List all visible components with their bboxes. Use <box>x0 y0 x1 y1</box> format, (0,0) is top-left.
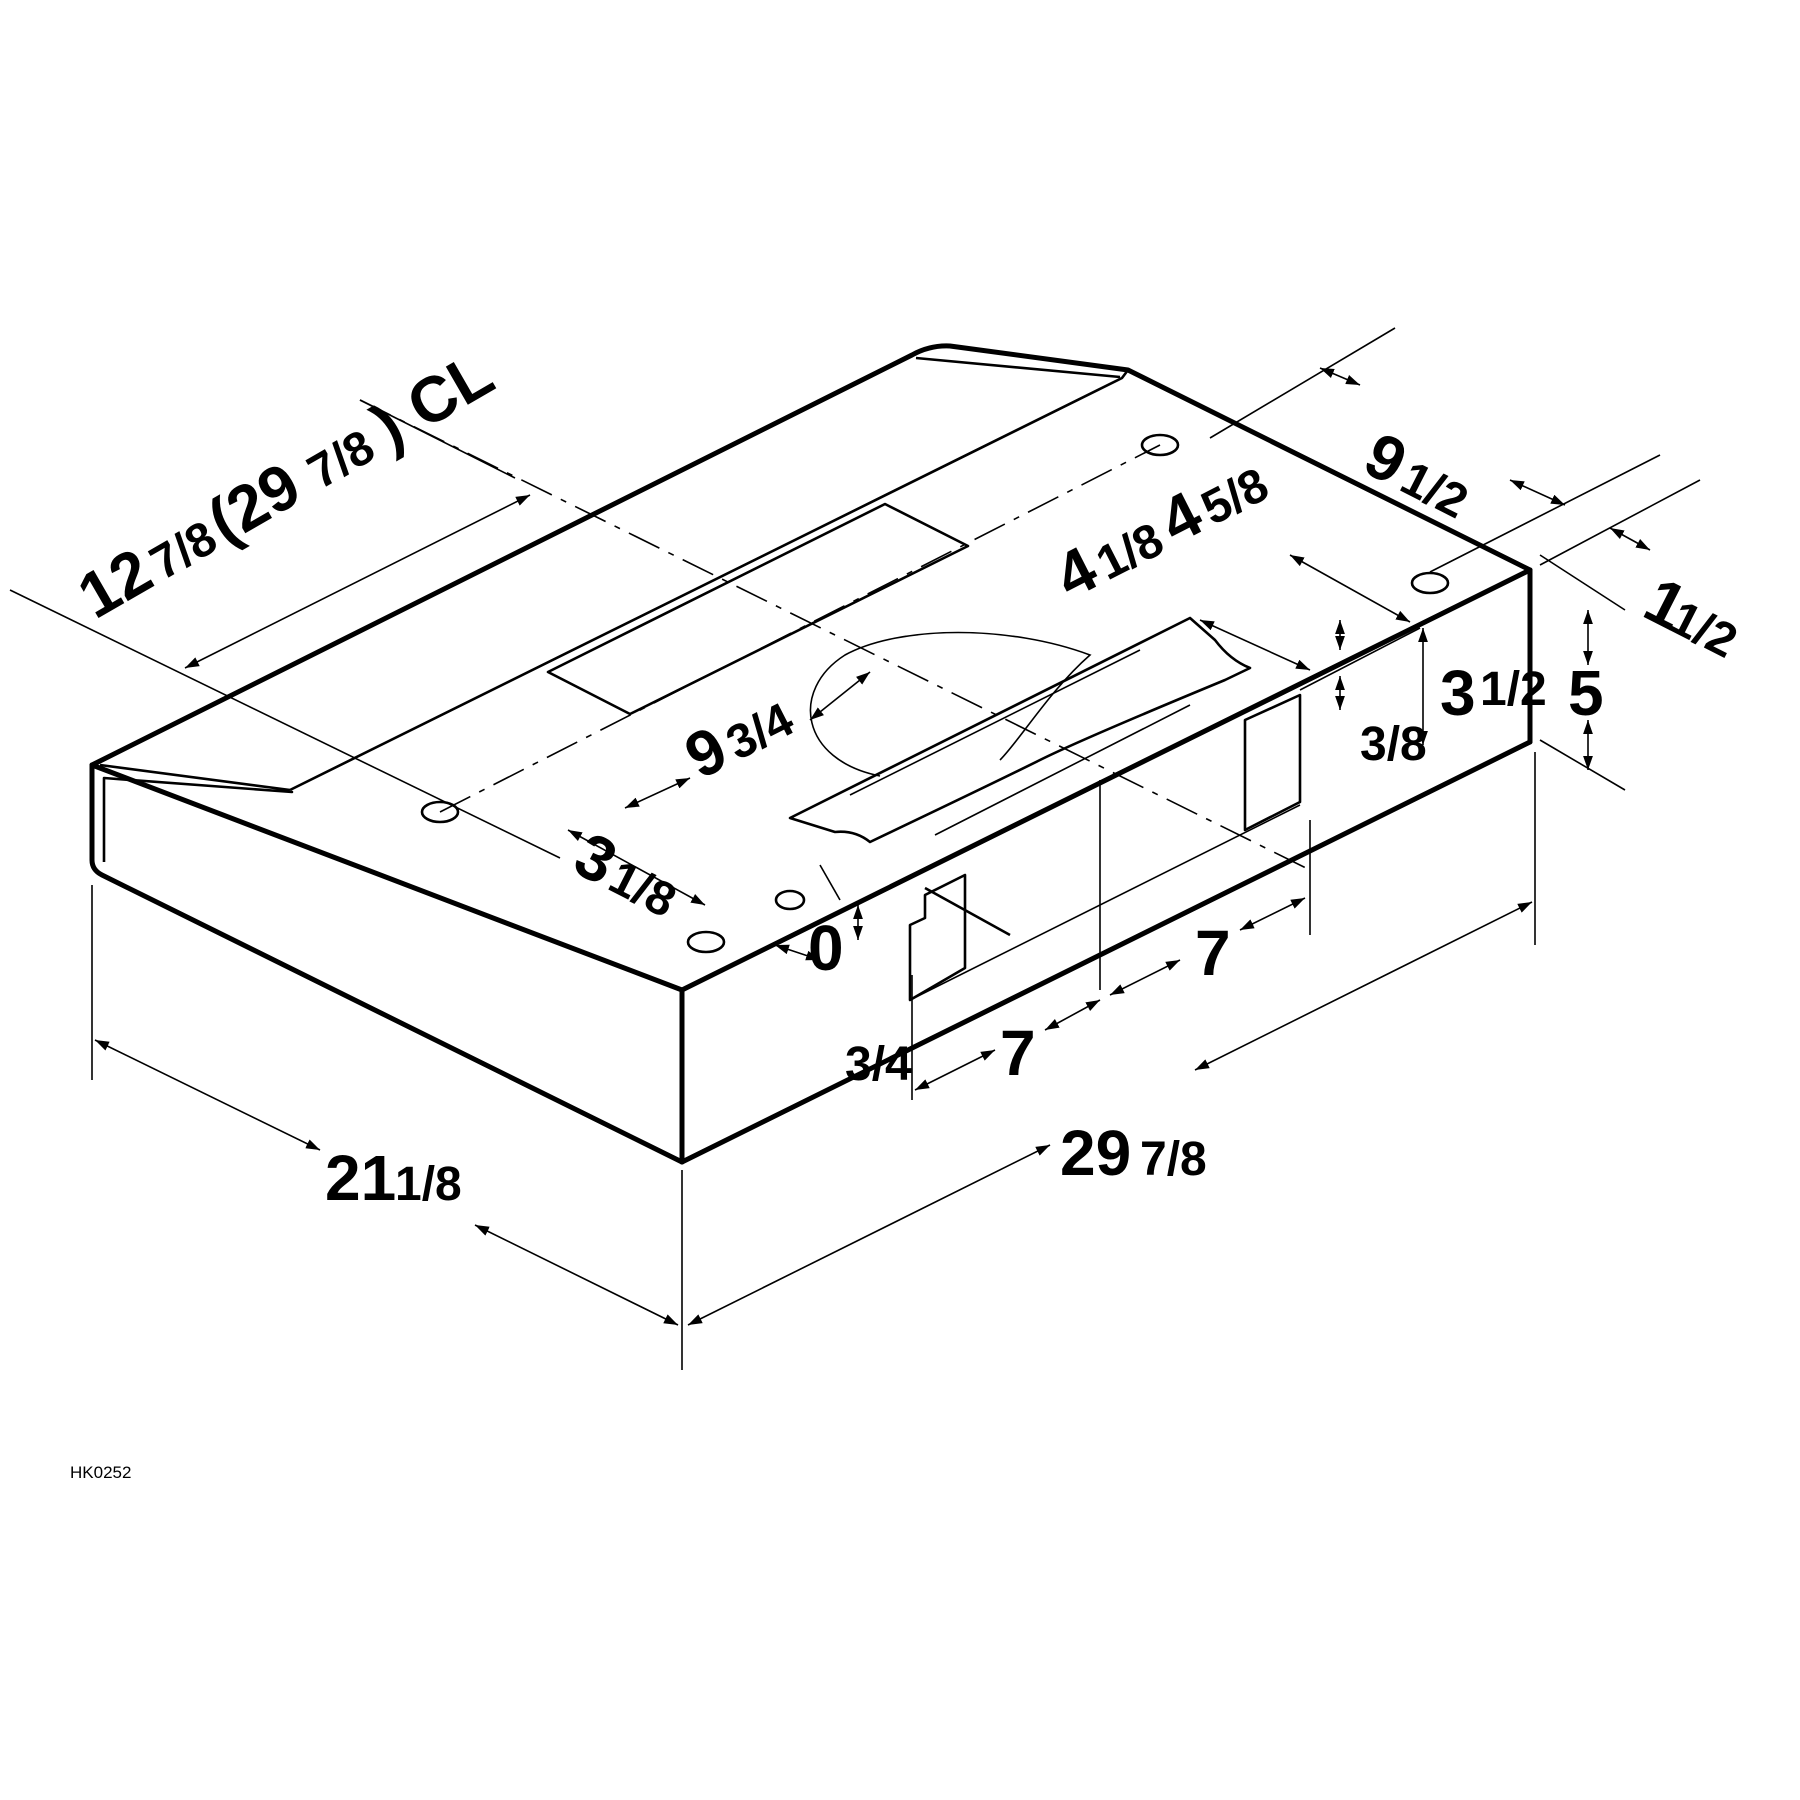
dim-rear-offset <box>1199 619 1311 671</box>
dim-hole-offset <box>567 829 706 906</box>
dim-spacing-a-b <box>1044 999 1101 1031</box>
label-width-top-paren-frac: 7/8 <box>299 420 383 499</box>
label-duct-diameter-frac: 3/4 <box>718 693 802 771</box>
centerline-diag <box>439 444 1161 813</box>
label-depth-left: 21 <box>325 1142 396 1214</box>
dim-duct <box>624 777 691 809</box>
hood-left-bevel <box>99 763 294 862</box>
mounting-hole-left <box>420 800 460 824</box>
dim-duct-b <box>809 671 871 721</box>
dim-right-top <box>1319 367 1361 386</box>
dim-spacing-b-b <box>1239 897 1306 931</box>
duct-circle <box>809 631 1092 777</box>
dim-width-front-b <box>1194 901 1533 1071</box>
dimension-lines <box>94 367 1651 1326</box>
label-right-top-frac: 1/2 <box>1392 452 1476 530</box>
hood-front-top-edge <box>679 567 1533 993</box>
mounting-hole-right <box>1410 571 1450 595</box>
dim-spacing-b <box>1109 959 1181 996</box>
mounting-holes <box>420 433 1450 954</box>
dim-right-top-b <box>1509 479 1566 506</box>
label-height-front: 3 <box>1440 657 1476 729</box>
mounting-hole-front-1 <box>686 930 726 954</box>
hood-rear-bevel <box>289 356 1130 792</box>
dim-rear-depth <box>1289 554 1411 623</box>
dim-right-edge <box>1609 527 1651 551</box>
hood-left-face <box>89 762 685 1165</box>
range-hood-body <box>89 343 1533 1165</box>
dim-depth-left <box>94 1039 321 1151</box>
hood-top-outline <box>89 343 1533 768</box>
label-spacing-a: 7 <box>1000 1017 1036 1089</box>
damper-cutout <box>788 616 1252 844</box>
drawing-id: HK0252 <box>70 1463 131 1482</box>
mounting-hole-rear <box>1140 433 1180 457</box>
dim-width-front <box>687 1144 1051 1326</box>
front-face-features <box>908 693 1302 1002</box>
label-spacing-b: 7 <box>1195 917 1231 989</box>
dim-depth-left-b <box>474 1224 679 1326</box>
label-rear-depth-frac: 5/8 <box>1193 458 1277 536</box>
dim-width-top <box>184 494 531 669</box>
front-detail-mark <box>924 886 1011 937</box>
hood-front-bottom-edge <box>679 739 1533 1165</box>
extension-lines <box>9 327 1701 1370</box>
label-width-front-frac: 7/8 <box>1140 1133 1207 1186</box>
label-knockout-left: 0 <box>808 912 844 984</box>
centerline <box>359 399 1311 871</box>
label-rear-offset-frac: 1/8 <box>1088 513 1172 591</box>
front-panel-bottom-line <box>909 804 1301 1001</box>
front-panel-slot <box>1243 693 1302 832</box>
dim-spacing-a <box>914 1049 996 1091</box>
label-knockout-height: 3/4 <box>845 1038 912 1091</box>
label-width-front: 29 <box>1060 1117 1131 1189</box>
dim-knockout-left <box>774 944 821 961</box>
label-depth-left-frac: 1/8 <box>395 1158 462 1211</box>
label-cutout-step: 3/8 <box>1360 718 1427 771</box>
hood-left-top-edge <box>89 762 685 993</box>
label-height-front-frac: 1/2 <box>1480 663 1547 716</box>
label-height-total: 5 <box>1568 657 1604 729</box>
mounting-hole-front-2 <box>774 889 806 911</box>
damper-inner-line <box>849 649 1191 836</box>
top-vent-rectangle <box>546 502 970 716</box>
